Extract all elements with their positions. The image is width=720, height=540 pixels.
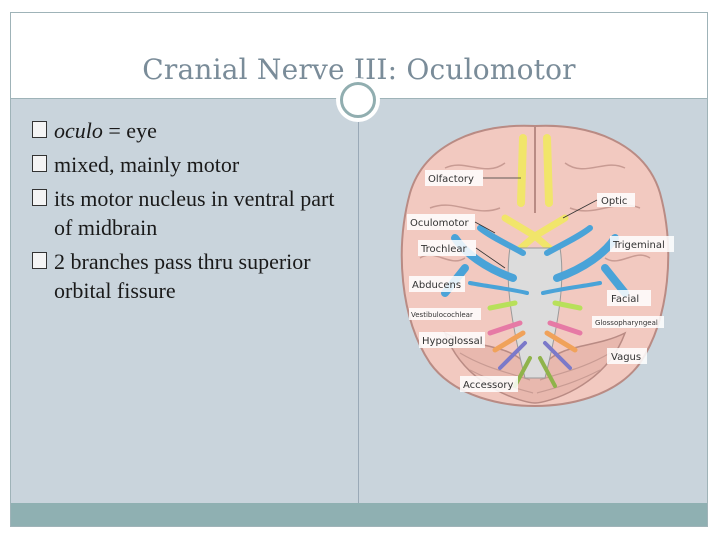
label-facial: Facial (611, 294, 639, 305)
bullet-emphasis: oculo (54, 118, 103, 143)
bullet-item: oculo = eye (32, 116, 352, 145)
label-optic: Optic (601, 196, 627, 207)
bullet-text: 2 branches pass thru superior orbital fi… (54, 249, 311, 303)
label-vestibulocochlear: Vestibulocochlear (411, 311, 473, 319)
label-accessory: Accessory (463, 380, 513, 391)
label-hypoglossal: Hypoglossal (422, 336, 482, 347)
label-trigeminal: Trigeminal (612, 240, 665, 251)
label-abducens: Abducens (412, 280, 461, 291)
label-vagus: Vagus (611, 352, 641, 363)
label-oculomotor: Oculomotor (410, 218, 470, 229)
bullet-item: its motor nucleus in ventral part of mid… (32, 184, 352, 242)
label-trochlear: Trochlear (420, 244, 468, 255)
oculomotor-nerve (477, 225, 593, 256)
abducens-nerve (468, 281, 602, 295)
bullet-item: mixed, mainly motor (32, 150, 352, 179)
bullet-list: oculo = eye mixed, mainly motor its moto… (32, 116, 352, 310)
glossopharyngeal-nerve (487, 320, 583, 336)
ornament-ring (340, 82, 376, 118)
facial-nerve (487, 300, 583, 311)
trigeminal-nerve (441, 234, 629, 297)
hypoglossal-nerve (498, 341, 572, 370)
cranial-nerves-diagram: Olfactory Optic Oculomotor Trochlear Tri… (400, 124, 674, 408)
bullet-box-icon (32, 189, 47, 206)
bullet-box-icon (32, 121, 47, 138)
bullet-item: 2 branches pass thru superior orbital fi… (32, 247, 352, 305)
olfactory-nerve (517, 134, 553, 207)
bullet-text: its motor nucleus in ventral part of mid… (54, 186, 335, 240)
bullet-text: mixed, mainly motor (54, 152, 240, 177)
bullet-text: = eye (102, 118, 157, 143)
label-glossopharyngeal: Glossopharyngeal (595, 319, 658, 327)
bullet-box-icon (32, 252, 47, 269)
bullet-box-icon (32, 155, 47, 172)
vagus-nerve (492, 330, 578, 353)
footer-bar (11, 503, 707, 526)
column-divider (358, 122, 359, 503)
label-olfactory: Olfactory (428, 174, 474, 185)
